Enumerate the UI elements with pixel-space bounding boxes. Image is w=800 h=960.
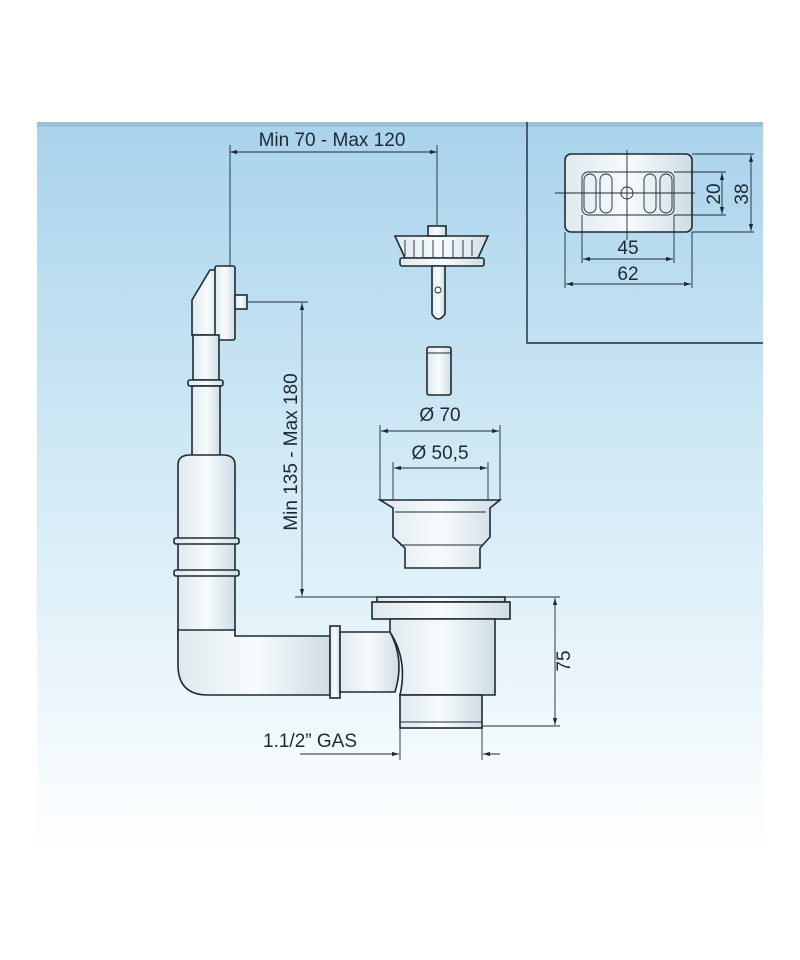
thread-label: 1.1/2” GAS — [263, 731, 357, 752]
outer-diameter-label: Ø 70 — [419, 405, 460, 426]
slot-width-label: 45 — [617, 238, 638, 259]
inset-plate-drawing: 20 38 45 62 — [526, 122, 763, 344]
height-range-label: Min 135 - Max 180 — [281, 373, 302, 530]
inner-diameter-label: Ø 50,5 — [411, 443, 468, 464]
thread-dimension: 1.1/2” GAS — [263, 728, 500, 760]
drain-height-dimension: 75 — [482, 598, 575, 727]
basket-body — [377, 425, 503, 569]
overflow-distance-label: Min 70 - Max 120 — [259, 130, 406, 151]
slot-height-label: 20 — [704, 183, 725, 204]
overflow-distance-dimension: Min 70 - Max 120 — [229, 130, 438, 266]
drain-body — [371, 596, 511, 729]
stopper-tube — [426, 346, 452, 396]
strainer-basket — [393, 225, 490, 320]
drain-height-label: 75 — [554, 650, 575, 671]
plate-width-label: 62 — [617, 264, 638, 285]
plate-height-label: 38 — [732, 183, 753, 204]
overflow-pipe — [173, 265, 400, 699]
